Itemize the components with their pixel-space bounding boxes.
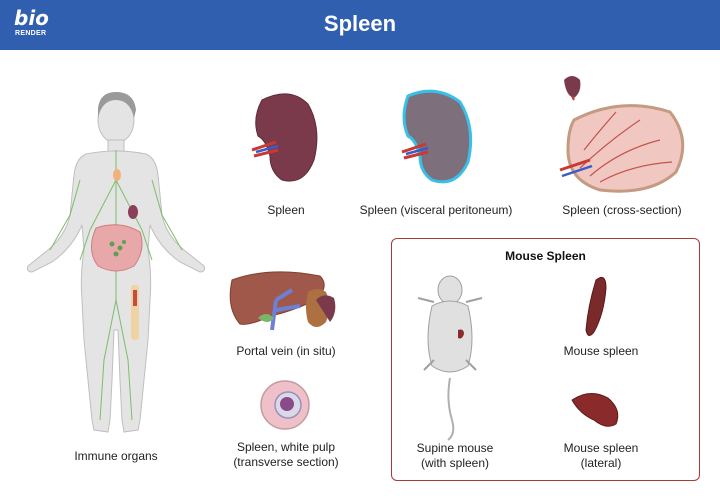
mouse-spleen-label: Mouse spleen — [563, 344, 639, 358]
mouse-spleen-title: Mouse Spleen — [505, 249, 586, 263]
spleen-cross-section-label: Spleen (cross-section) — [562, 203, 682, 217]
page-title: Spleen — [323, 11, 397, 36]
header-bar: bio RENDER Spleen — [0, 0, 720, 50]
logo-subtext: RENDER — [15, 30, 47, 37]
immune-organs-label: Immune organs — [74, 449, 158, 463]
mouse-spleen-lateral-label-line2: (lateral) — [580, 456, 622, 470]
portal-vein-label: Portal vein (in situ) — [236, 344, 336, 358]
mouse-spleen-lateral-label-line1: Mouse spleen — [563, 441, 639, 455]
spleen-label: Spleen — [267, 203, 305, 217]
white-pulp-label-line2: (transverse section) — [233, 455, 339, 469]
supine-mouse-label-line2: (with spleen) — [420, 456, 490, 470]
logo-text: bio — [14, 6, 49, 30]
spleen-visceral-label: Spleen (visceral peritoneum) — [359, 203, 513, 217]
supine-mouse-label-line1: Supine mouse — [416, 441, 494, 455]
biorender-logo[interactable]: bio RENDER — [14, 6, 54, 42]
white-pulp-label-line1: Spleen, white pulp — [236, 440, 336, 454]
